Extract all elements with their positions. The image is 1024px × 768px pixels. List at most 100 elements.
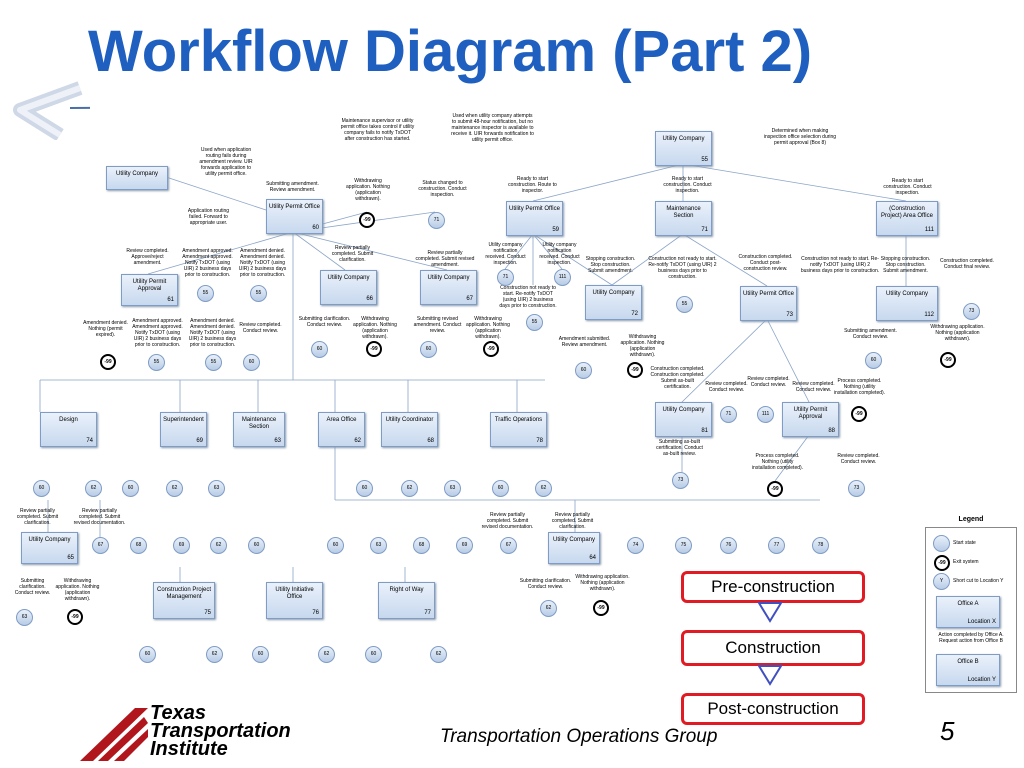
transition-note: Ready to start construction. Route to in… — [508, 176, 557, 194]
office-box-location: 72 — [631, 311, 638, 317]
transition-note: Submitting clarification. Conduct review… — [519, 578, 572, 590]
transition-note: Maintenance supervisor or utility permit… — [340, 118, 415, 142]
phase-post-construction: Post-construction — [681, 693, 865, 725]
shortcut-node: 63 — [208, 480, 225, 497]
office-box-label: Utility Permit Approval — [793, 407, 828, 420]
shortcut-node: 111 — [757, 406, 774, 423]
page-title: Workflow Diagram (Part 2) — [88, 19, 813, 84]
office-box-label: Utility Company — [28, 537, 71, 543]
transition-note: Ready to start construction. Conduct ins… — [883, 178, 932, 196]
transition-note: Determined when making inspection office… — [763, 128, 837, 146]
shortcut-node: 71 — [720, 406, 737, 423]
transition-note: Amendment approved. Amendment approved. … — [132, 318, 183, 348]
legend-start-node — [933, 535, 950, 552]
shortcut-node: 78 — [812, 537, 829, 554]
shortcut-node: 55 — [526, 314, 543, 331]
transition-note: Review completed. Conduct review. — [705, 381, 748, 393]
transition-note: Review partially completed. Submit clari… — [551, 512, 594, 530]
office-box-location: 62 — [354, 438, 361, 444]
transition-note: Amendment denied. Amendment denied. Noti… — [188, 318, 237, 348]
office-box-label: Utility Initiative Office — [275, 587, 314, 600]
shortcut-node: 76 — [720, 537, 737, 554]
connector-line — [532, 233, 613, 286]
shortcut-node: 63 — [16, 609, 33, 626]
transition-note: Withdrawing application. Nothing (applic… — [466, 316, 510, 340]
transition-note: Ready to start construction. Conduct ins… — [663, 176, 712, 194]
shortcut-node: 60 — [356, 480, 373, 497]
office-box-label: Construction Project Management — [156, 587, 212, 600]
connector-line — [682, 233, 768, 287]
office-box-location: 69 — [196, 438, 203, 444]
shortcut-node: 60 — [311, 341, 328, 358]
transition-note: Withdrawing application. Nothing (applic… — [575, 574, 630, 592]
office-box-label: Utility Permit Office — [269, 204, 320, 210]
logo-line-texas: Texas — [150, 702, 206, 724]
shortcut-node: 71 — [428, 212, 445, 229]
office-box: Utility Company 72 — [585, 285, 642, 320]
transition-note: Submitting clarification. Conduct review… — [14, 578, 51, 596]
shortcut-node: 71 — [497, 269, 514, 286]
connector-line — [681, 318, 768, 403]
down-arrow-icon — [757, 665, 783, 686]
shortcut-node: 55 — [197, 285, 214, 302]
office-box-location: 76 — [312, 610, 319, 616]
shortcut-node: 60 — [139, 646, 156, 663]
legend-shortcut-label: Short cut to Location Y — [953, 578, 1004, 584]
shortcut-node: 73 — [672, 472, 689, 489]
shortcut-node: 111 — [554, 269, 571, 286]
shortcut-node: 63 — [370, 537, 387, 554]
shortcut-node: 62 — [206, 646, 223, 663]
office-box-location: 65 — [67, 555, 74, 561]
connector-line — [532, 233, 563, 270]
transition-note: Review completed. Conduct review. — [239, 322, 282, 334]
shortcut-node: 60 — [365, 646, 382, 663]
office-box-label: (Construction Project) Area Office — [881, 206, 933, 219]
legend: Legend Start state -99 Exit system Y Sho… — [925, 516, 1017, 693]
office-box-location: 73 — [786, 312, 793, 318]
office-box-location: 74 — [86, 438, 93, 444]
transition-note: Used when application routing fails duri… — [199, 147, 253, 177]
exit-node: -99 — [593, 600, 609, 616]
office-box-location: 112 — [924, 312, 934, 318]
logo-line-institute: Institute — [150, 738, 228, 760]
legend-office-a: Office A — [957, 601, 979, 607]
shortcut-node: 60 — [420, 341, 437, 358]
office-box-location: 75 — [204, 610, 211, 616]
transition-note: Review partially completed. Submit clari… — [331, 245, 374, 263]
shortcut-node: 60 — [575, 362, 592, 379]
transition-note: Construction not ready to start. Re-noti… — [648, 256, 717, 280]
shortcut-node: 67 — [92, 537, 109, 554]
shortcut-node: 68 — [130, 537, 147, 554]
legend-title: Legend — [958, 516, 984, 523]
legend-action-label: Action completed by Office A. Request ac… — [938, 632, 1004, 644]
transition-note: Construction completed. Conduct final re… — [940, 258, 994, 270]
transition-note: Amendment denied. Amendment denied. Noti… — [238, 248, 287, 278]
transition-note: Process completed. Nothing (utility inst… — [751, 453, 804, 471]
shortcut-node: 62 — [430, 646, 447, 663]
office-box-location: 78 — [536, 438, 543, 444]
transition-note: Review partially completed. Submit clari… — [16, 508, 59, 526]
office-box-location: 77 — [424, 610, 431, 616]
transition-note: Stopping construction. Stop construction… — [585, 256, 636, 274]
office-box-label: Utility Company — [662, 136, 705, 142]
transition-note: Amendment submitted. Review amendment. — [558, 336, 611, 348]
transition-note: Review partially completed. Submit revis… — [481, 512, 534, 530]
shortcut-node: 55 — [148, 354, 165, 371]
shortcut-node: 60 — [252, 646, 269, 663]
transition-note: Submitting clarification. Conduct review… — [298, 316, 351, 328]
transition-note: Review completed. Conduct review. — [837, 453, 880, 465]
down-arrow-icon — [757, 602, 783, 623]
transition-note: Withdrawing application. Nothing (applic… — [620, 334, 665, 358]
transition-note: Withdrawing application. Nothing (applic… — [55, 578, 100, 602]
connector-line — [611, 233, 684, 286]
office-box-label: Utility Company — [592, 290, 635, 296]
transition-note: Review partially completed. Submit revis… — [415, 250, 475, 268]
transition-note: Withdrawing application. Nothing (applic… — [353, 316, 397, 340]
exit-node: -99 — [851, 406, 867, 422]
